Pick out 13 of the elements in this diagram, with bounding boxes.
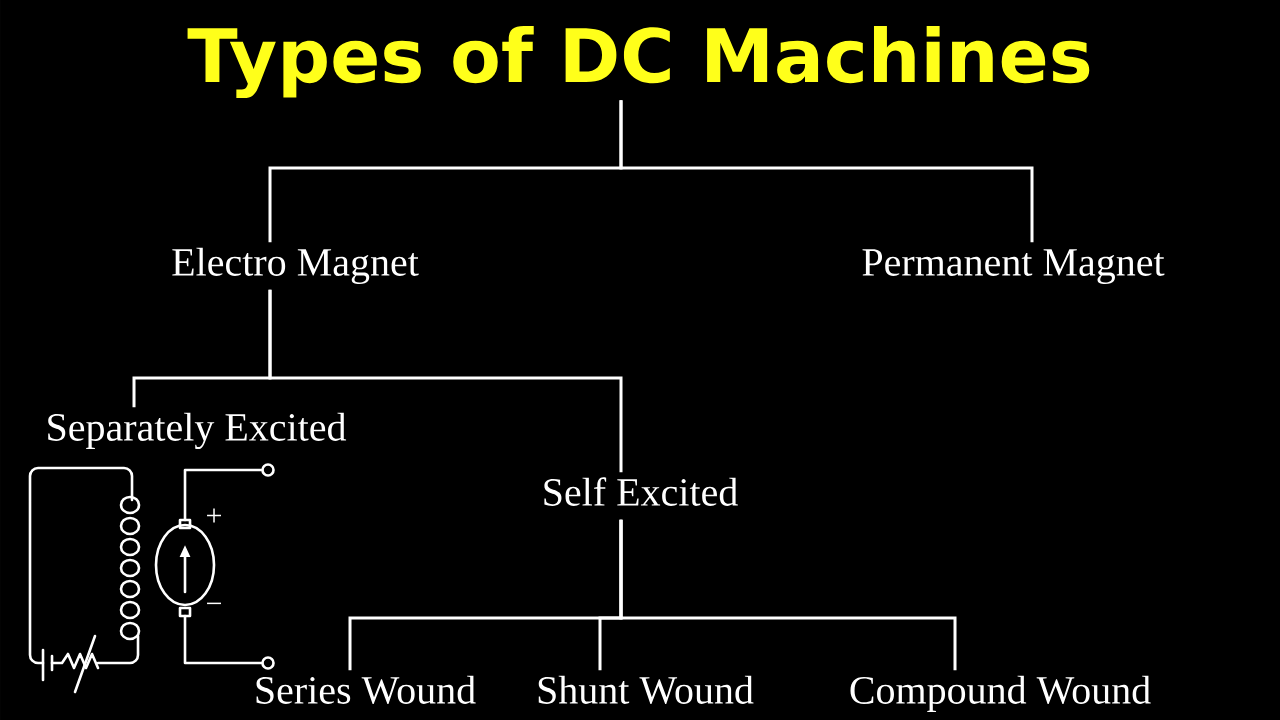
title-text: Types of DC Machines (187, 25, 1090, 99)
category-label: Permanent Magnet (862, 249, 1165, 285)
connector-line (268, 289, 623, 473)
category-label: Shunt Wound (538, 675, 754, 705)
connector-line (619, 100, 1034, 243)
polarity-sign: − (207, 602, 221, 605)
category-label: Separately Excited (48, 412, 347, 450)
polarity-sign: + (207, 508, 221, 523)
connector-line (619, 519, 957, 671)
category-label: Compound Wound (850, 675, 1151, 712)
category-label: Electro Magnet (172, 247, 419, 285)
category-label: Series Wound (256, 675, 476, 705)
category-label: Self Excited (544, 477, 738, 506)
